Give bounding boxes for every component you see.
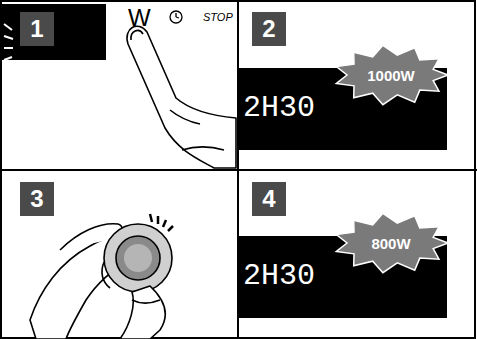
turning-hand [30, 224, 172, 339]
power-level: 1000W [367, 68, 415, 83]
rotation-marks [150, 214, 173, 231]
callout-number: 4 [252, 182, 286, 216]
callout-number: 1 [20, 12, 54, 46]
display-readout: 2H30 [243, 261, 315, 291]
power-level: 800W [371, 236, 410, 251]
display-readout: 2H30 [243, 93, 315, 123]
clock-icon [170, 11, 182, 23]
starburst-callout: 1000W [333, 44, 449, 106]
callout-number: 3 [20, 182, 54, 216]
display-panel [2, 4, 106, 60]
stop-button-label: STOP [203, 12, 233, 23]
starburst-outline [336, 45, 448, 104]
pressing-finger [127, 26, 236, 168]
power-button-label: W [128, 6, 151, 30]
starburst-callout: 800W [333, 212, 449, 274]
starburst-outline [336, 213, 448, 272]
callout-number: 2 [252, 12, 286, 46]
hatch-marks [4, 24, 13, 60]
divider [0, 169, 477, 171]
